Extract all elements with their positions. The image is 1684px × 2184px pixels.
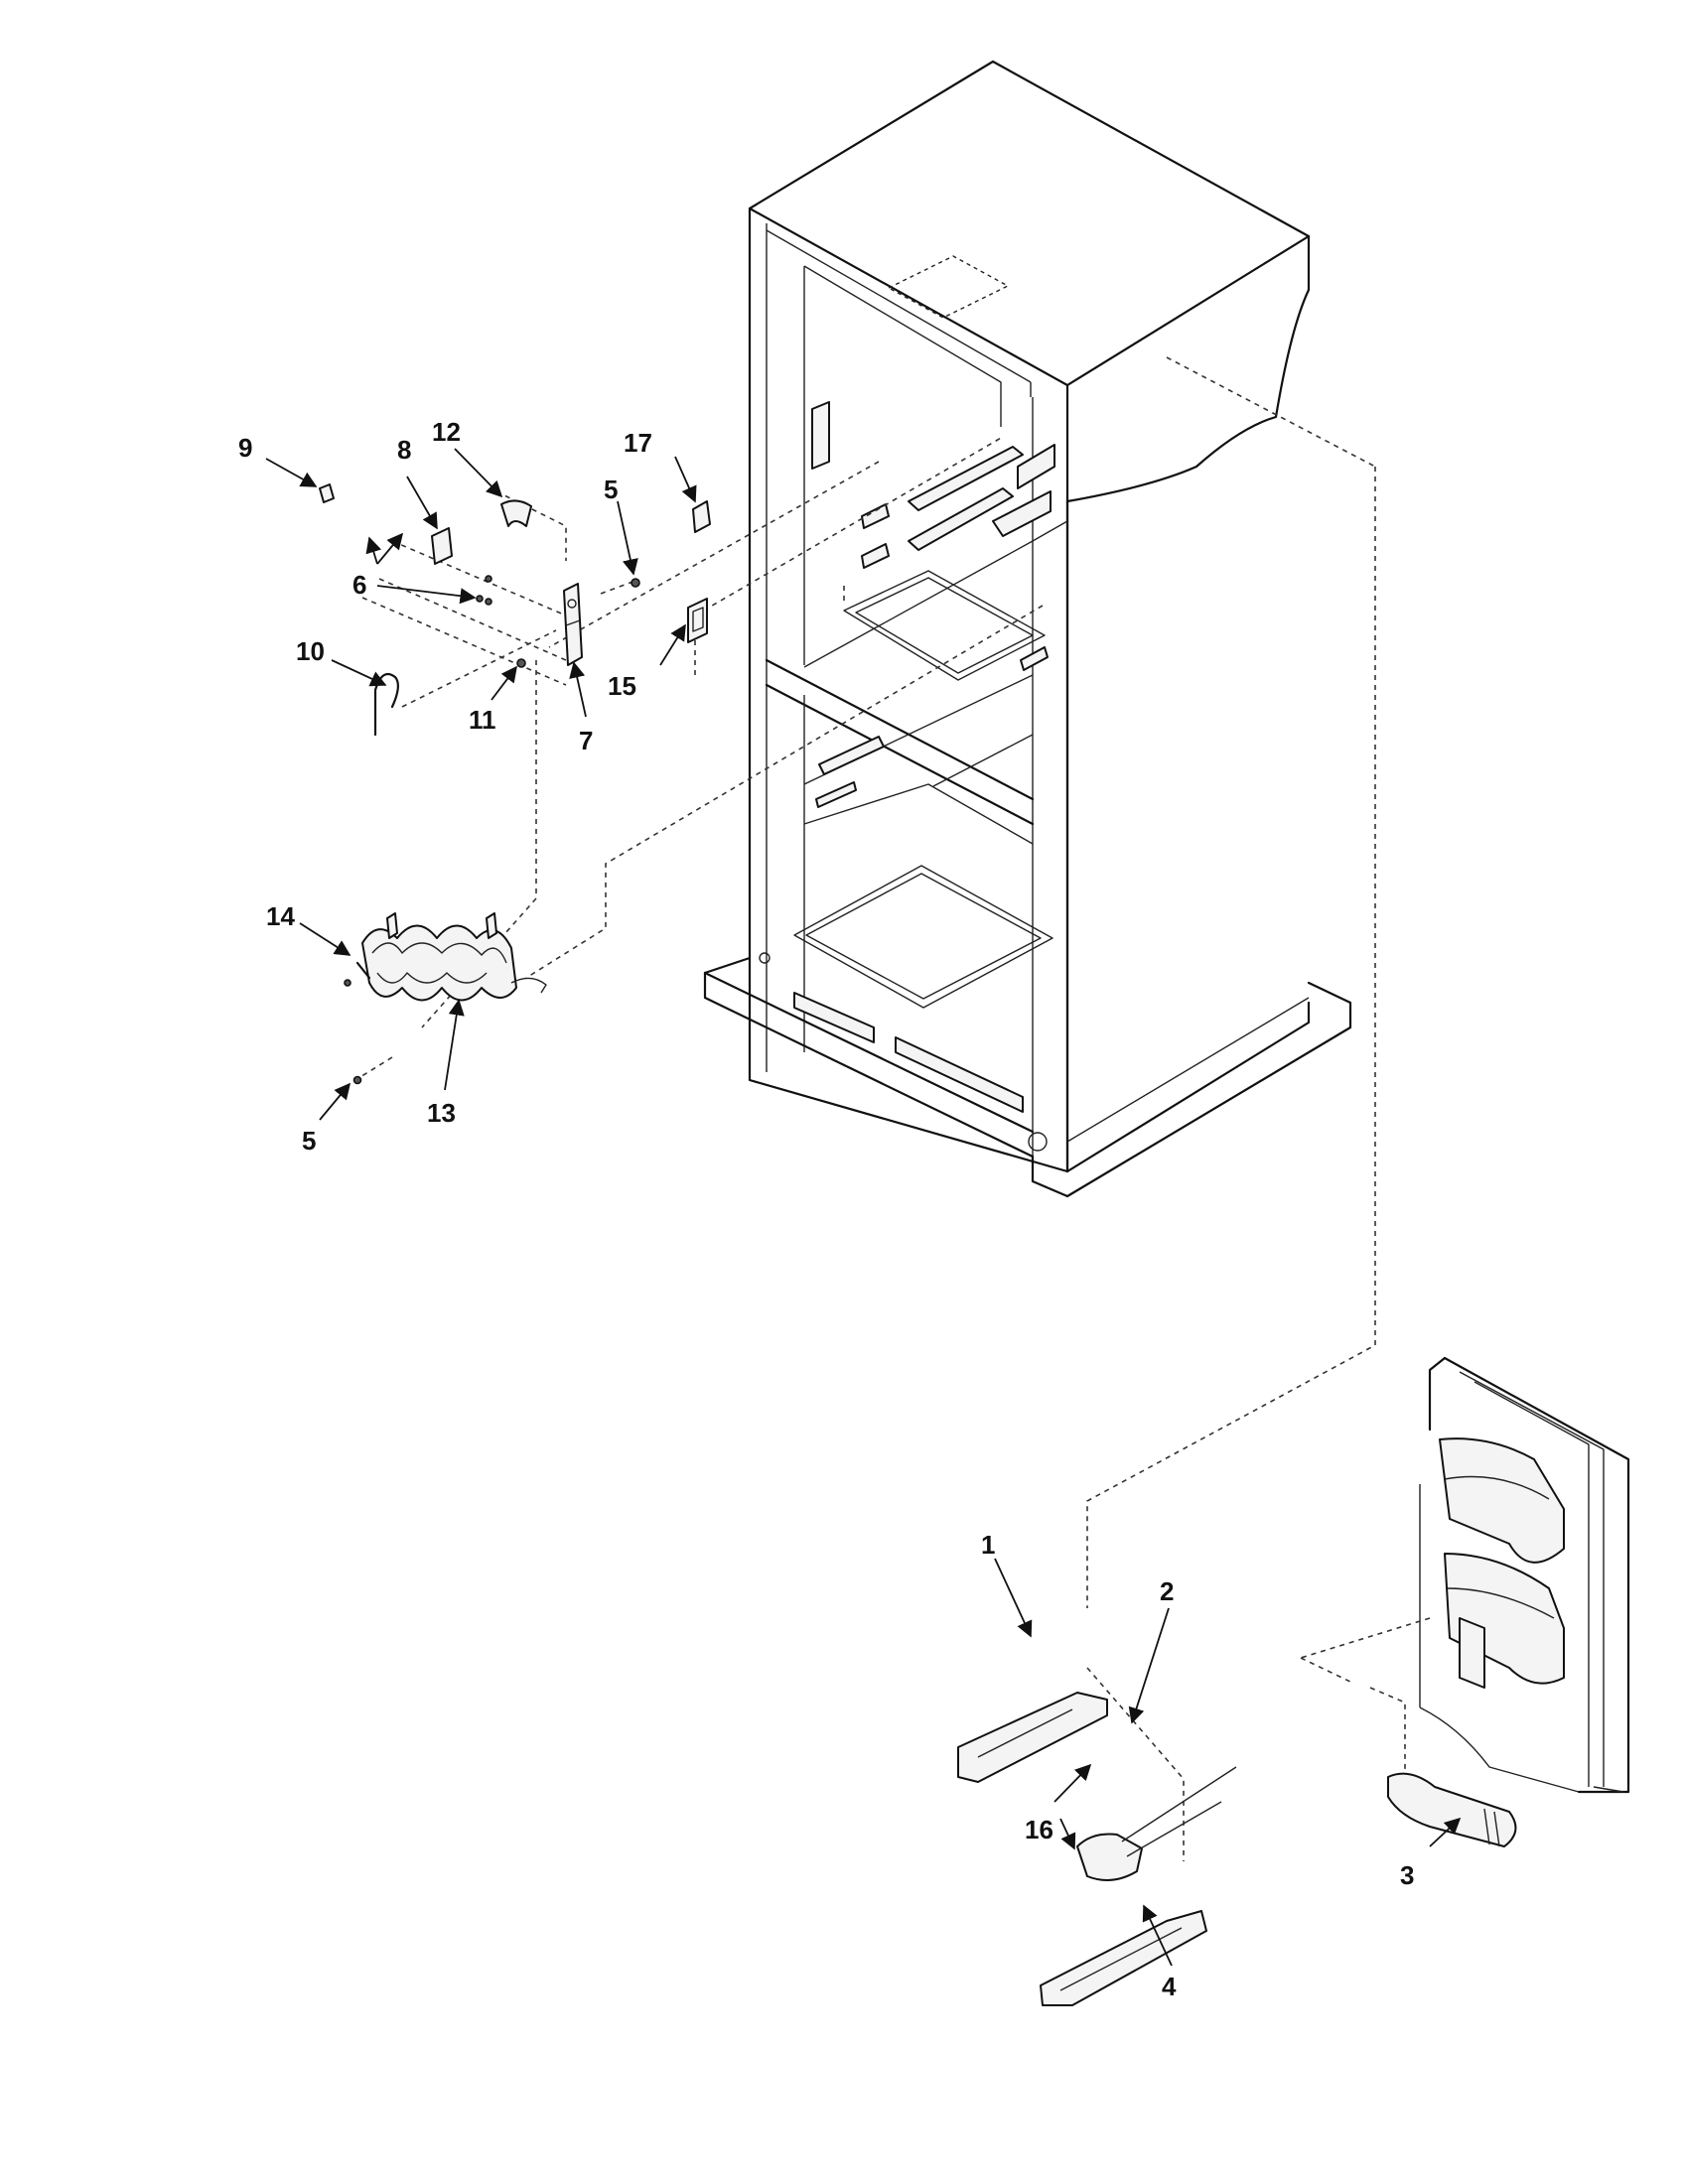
callout-15: 15	[608, 671, 636, 701]
callout-5a: 5	[604, 475, 618, 504]
callout-5b: 5	[302, 1126, 316, 1156]
part-10-hook	[373, 672, 399, 737]
callout-3: 3	[1400, 1860, 1414, 1890]
callout-10: 10	[296, 636, 325, 666]
part-5-screw-lower	[352, 1075, 362, 1085]
refrigerator-door	[1419, 1356, 1630, 1794]
callout-labels: 1 2 3 4 5 5 6 7 8 9 10 11 12 13 14 15 16…	[238, 417, 1414, 2001]
part-5-screw	[631, 578, 640, 588]
assembly-guide-lines	[354, 356, 1431, 1861]
part-12-clip	[500, 499, 532, 527]
callout-6: 6	[352, 570, 366, 600]
part-3-filter	[1387, 1772, 1517, 1847]
callout-16: 16	[1025, 1815, 1053, 1844]
part-15-switch	[687, 598, 708, 643]
part-8-bracket	[431, 527, 453, 565]
part-9-clip	[319, 483, 335, 503]
part-1-housing	[957, 1692, 1108, 1783]
defrost-heater-assembly	[344, 912, 547, 1085]
callout-17: 17	[624, 428, 652, 458]
callout-2: 2	[1160, 1576, 1174, 1606]
callout-11: 11	[469, 705, 496, 735]
icemaker-mount-parts	[319, 483, 711, 737]
part-17-cap	[692, 500, 711, 533]
callout-4: 4	[1162, 1972, 1177, 2001]
callout-9: 9	[238, 433, 252, 463]
callout-leaders	[265, 448, 1462, 1967]
dispenser-parts	[957, 1692, 1517, 2006]
callout-14: 14	[266, 901, 295, 931]
callout-13: 13	[427, 1098, 456, 1128]
part-11-screw	[516, 658, 526, 668]
callout-7: 7	[579, 726, 593, 755]
callout-8: 8	[397, 435, 411, 465]
part-16-valve	[1076, 1833, 1143, 1881]
callout-12: 12	[432, 417, 461, 447]
callout-1: 1	[981, 1530, 995, 1560]
refrigerator-cabinet	[703, 60, 1352, 1198]
part-7-mount	[563, 583, 583, 666]
